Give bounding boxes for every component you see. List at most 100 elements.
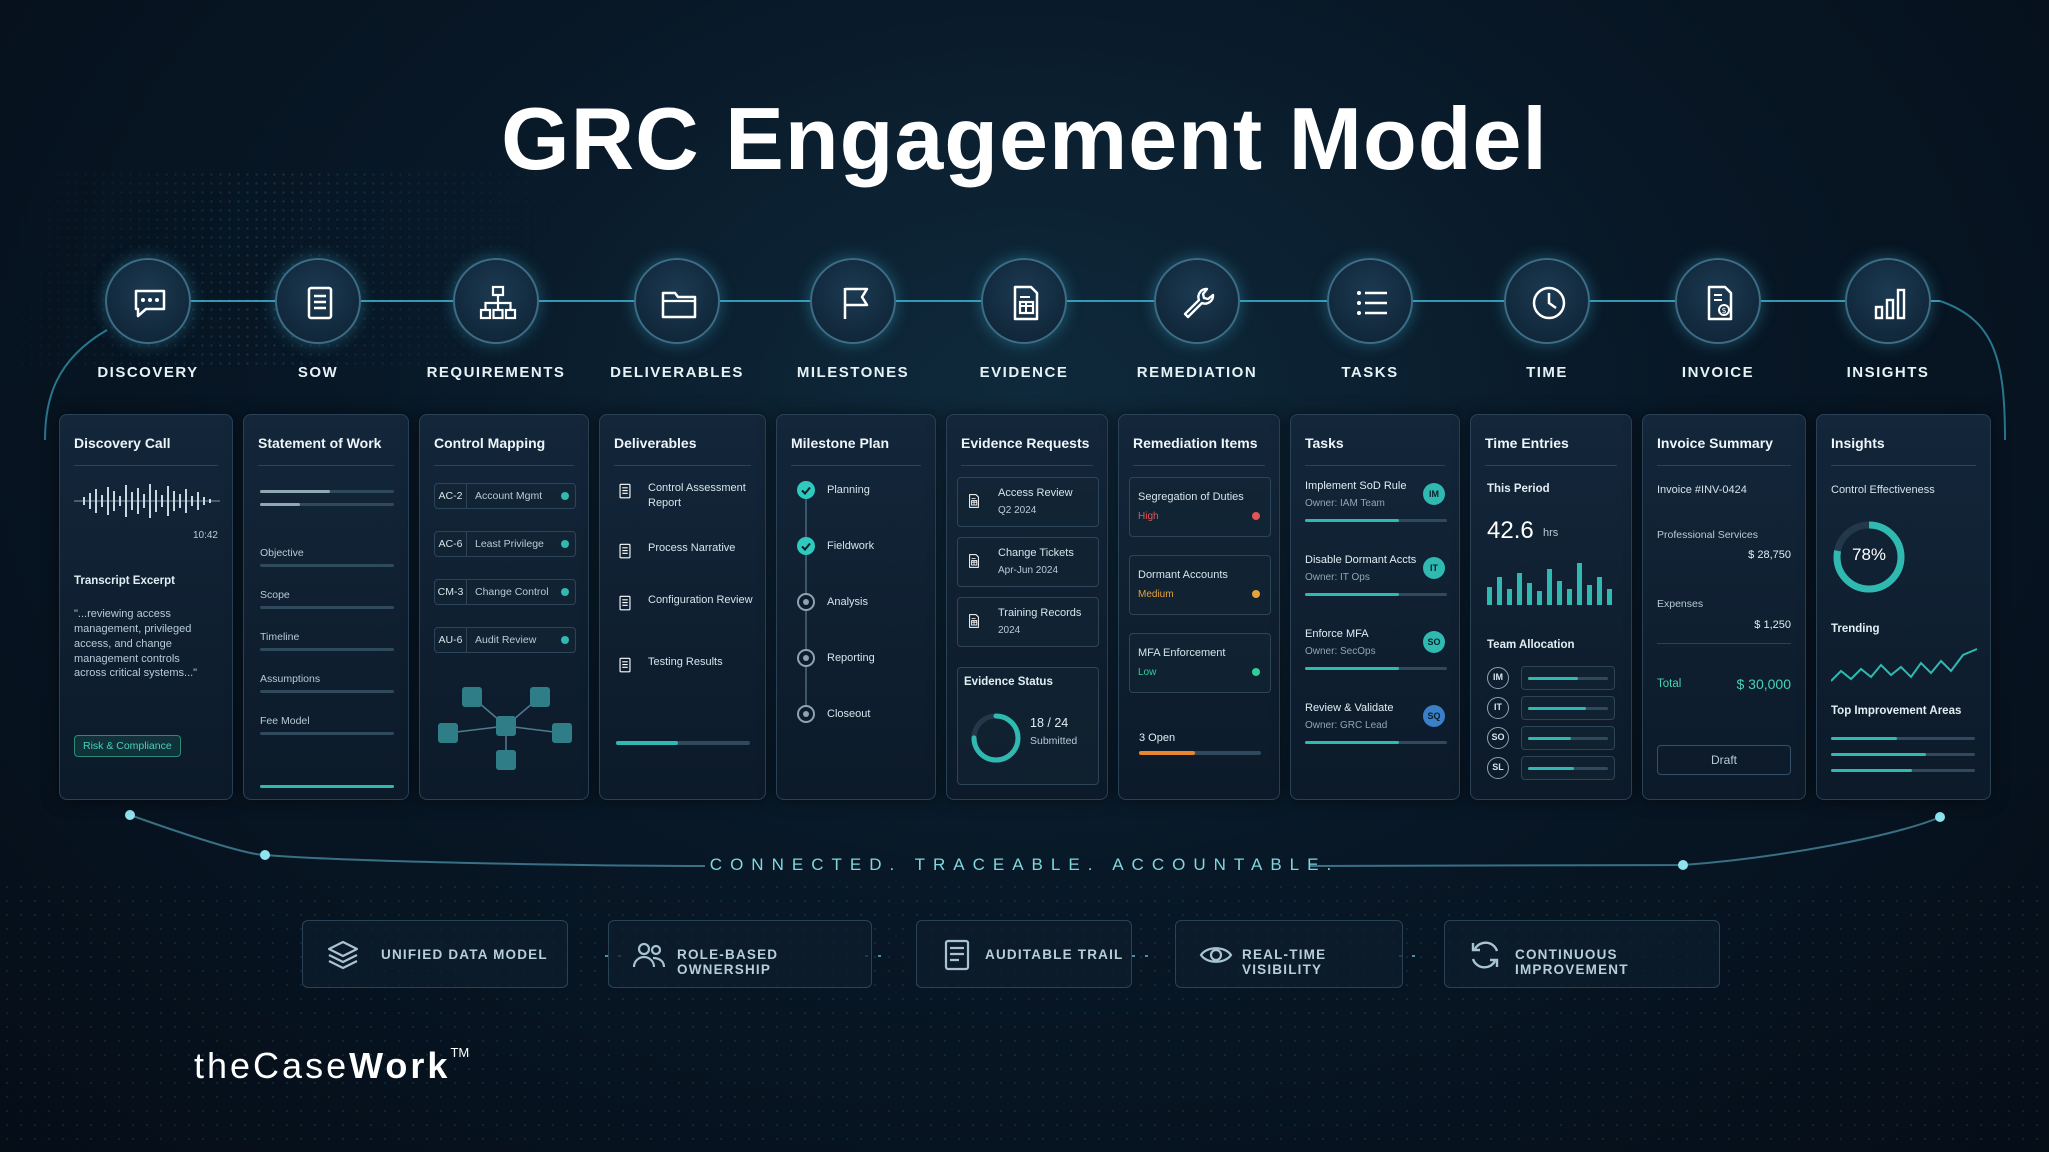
feature-unified-data-model[interactable]: UNIFIED DATA MODEL — [302, 920, 568, 988]
member-avatar: IM — [1487, 667, 1509, 689]
deliverable-item[interactable]: Configuration Review — [648, 594, 753, 606]
task-name[interactable]: Enforce MFA — [1305, 628, 1369, 640]
sow-field-bar — [260, 732, 394, 735]
card-title: Remediation Items — [1133, 435, 1258, 451]
draft-status-button[interactable]: Draft — [1657, 745, 1791, 775]
excerpt-title: Transcript Excerpt — [74, 575, 175, 587]
evidence-name: Change Tickets — [998, 547, 1074, 559]
stage-node-invoice[interactable]: $ — [1675, 258, 1761, 344]
evidence-period: Q2 2024 — [998, 505, 1037, 516]
task-progress — [1305, 593, 1447, 596]
stage-node-milestones[interactable] — [810, 258, 896, 344]
feature-auditable-trail[interactable]: AUDITABLE TRAIL — [916, 920, 1132, 988]
hours-bar-chart — [1487, 563, 1612, 605]
svg-text:$: $ — [1722, 306, 1727, 315]
pending-dot — [803, 655, 809, 661]
control-name: Account Mgmt — [475, 490, 543, 502]
evidence-status-panel: Evidence Status 18 / 24 Submitted — [957, 667, 1099, 785]
pending-dot — [803, 711, 809, 717]
control-name: Change Control — [475, 586, 549, 598]
stage-node-discovery[interactable] — [105, 258, 191, 344]
stage-node-insights[interactable] — [1845, 258, 1931, 344]
card-title: Tasks — [1305, 435, 1344, 451]
severity-label: Medium — [1138, 589, 1174, 600]
divider — [1831, 465, 1976, 466]
total-label: Total — [1657, 678, 1682, 690]
task-owner: Owner: SecOps — [1305, 646, 1376, 657]
sow-field-label: Scope — [260, 589, 290, 601]
stage-node-requirements[interactable] — [453, 258, 539, 344]
stage-label: EVIDENCE — [979, 364, 1069, 381]
network-graph-icon — [438, 687, 572, 770]
feature-label: UNIFIED DATA MODEL — [381, 947, 548, 962]
milestone-label[interactable]: Fieldwork — [827, 540, 875, 552]
control-name: Audit Review — [475, 634, 537, 646]
divider — [791, 465, 921, 466]
stage-node-tasks[interactable] — [1327, 258, 1413, 344]
total-value: $ 30,000 — [1736, 676, 1792, 692]
task-name[interactable]: Review & Validate — [1305, 702, 1394, 714]
stage-node-time[interactable] — [1504, 258, 1590, 344]
deliverable-item[interactable]: Control Assessment Report — [648, 482, 746, 509]
invoice-card[interactable]: Invoice Summary Invoice #INV-0424 Profes… — [1642, 414, 1806, 800]
insights-card[interactable]: Insights Control Effectiveness 78% Trend… — [1816, 414, 1991, 800]
tagline: CONNECTED. TRACEABLE. ACCOUNTABLE. — [709, 855, 1340, 874]
progress-bar — [260, 490, 394, 493]
divider — [258, 465, 394, 466]
pending-circle-icon — [797, 593, 815, 611]
stage-node-sow[interactable] — [275, 258, 361, 344]
deliverable-item[interactable]: Testing Results — [648, 656, 723, 668]
milestone-label[interactable]: Analysis — [827, 596, 868, 608]
stage-node-remediation[interactable] — [1154, 258, 1240, 344]
time-card[interactable]: Time Entries This Period 42.6 hrs Team A… — [1470, 414, 1632, 800]
card-title: Invoice Summary — [1657, 435, 1773, 451]
stage-node-deliverables[interactable] — [634, 258, 720, 344]
severity-dot — [1252, 512, 1260, 520]
task-progress — [1305, 519, 1447, 522]
discovery-card[interactable]: Discovery Call 10:42 Transcript Excerpt … — [59, 414, 233, 800]
stage-label: MILESTONES — [796, 364, 910, 381]
severity-label: Low — [1138, 667, 1157, 678]
task-owner: Owner: IT Ops — [1305, 572, 1370, 583]
deliverable-item[interactable]: Process Narrative — [648, 542, 736, 554]
feature-role-based-ownership[interactable]: ROLE-BASED OWNERSHIP — [608, 920, 872, 988]
task-name[interactable]: Disable Dormant Accts — [1305, 554, 1417, 566]
document-icon — [307, 286, 333, 320]
task-progress — [1305, 667, 1447, 670]
category-tag[interactable]: Risk & Compliance — [74, 735, 181, 757]
remediation-name: Dormant Accounts — [1138, 569, 1228, 581]
sow-field-label: Timeline — [260, 631, 300, 643]
divider — [961, 465, 1093, 466]
stage-label: DELIVERABLES — [610, 364, 744, 381]
feature-label: AUDITABLE TRAIL — [985, 947, 1124, 962]
owner-avatar: SQ — [1423, 705, 1445, 727]
divider — [614, 465, 751, 466]
feature-continuous-improvement[interactable]: CONTINUOUS IMPROVEMENT — [1444, 920, 1720, 988]
card-title: Discovery Call — [74, 435, 171, 451]
owner-avatar: SO — [1423, 631, 1445, 653]
stage-node-evidence[interactable] — [981, 258, 1067, 344]
milestone-label[interactable]: Closeout — [827, 708, 871, 720]
milestone-label[interactable]: Planning — [827, 484, 870, 496]
feature-real-time-visibility[interactable]: REAL-TIME VISIBILITY — [1175, 920, 1403, 988]
milestone-label[interactable]: Reporting — [827, 652, 875, 664]
task-name[interactable]: Implement SoD Rule — [1305, 480, 1407, 492]
transcript-excerpt: "...reviewing access management, privile… — [74, 608, 198, 680]
